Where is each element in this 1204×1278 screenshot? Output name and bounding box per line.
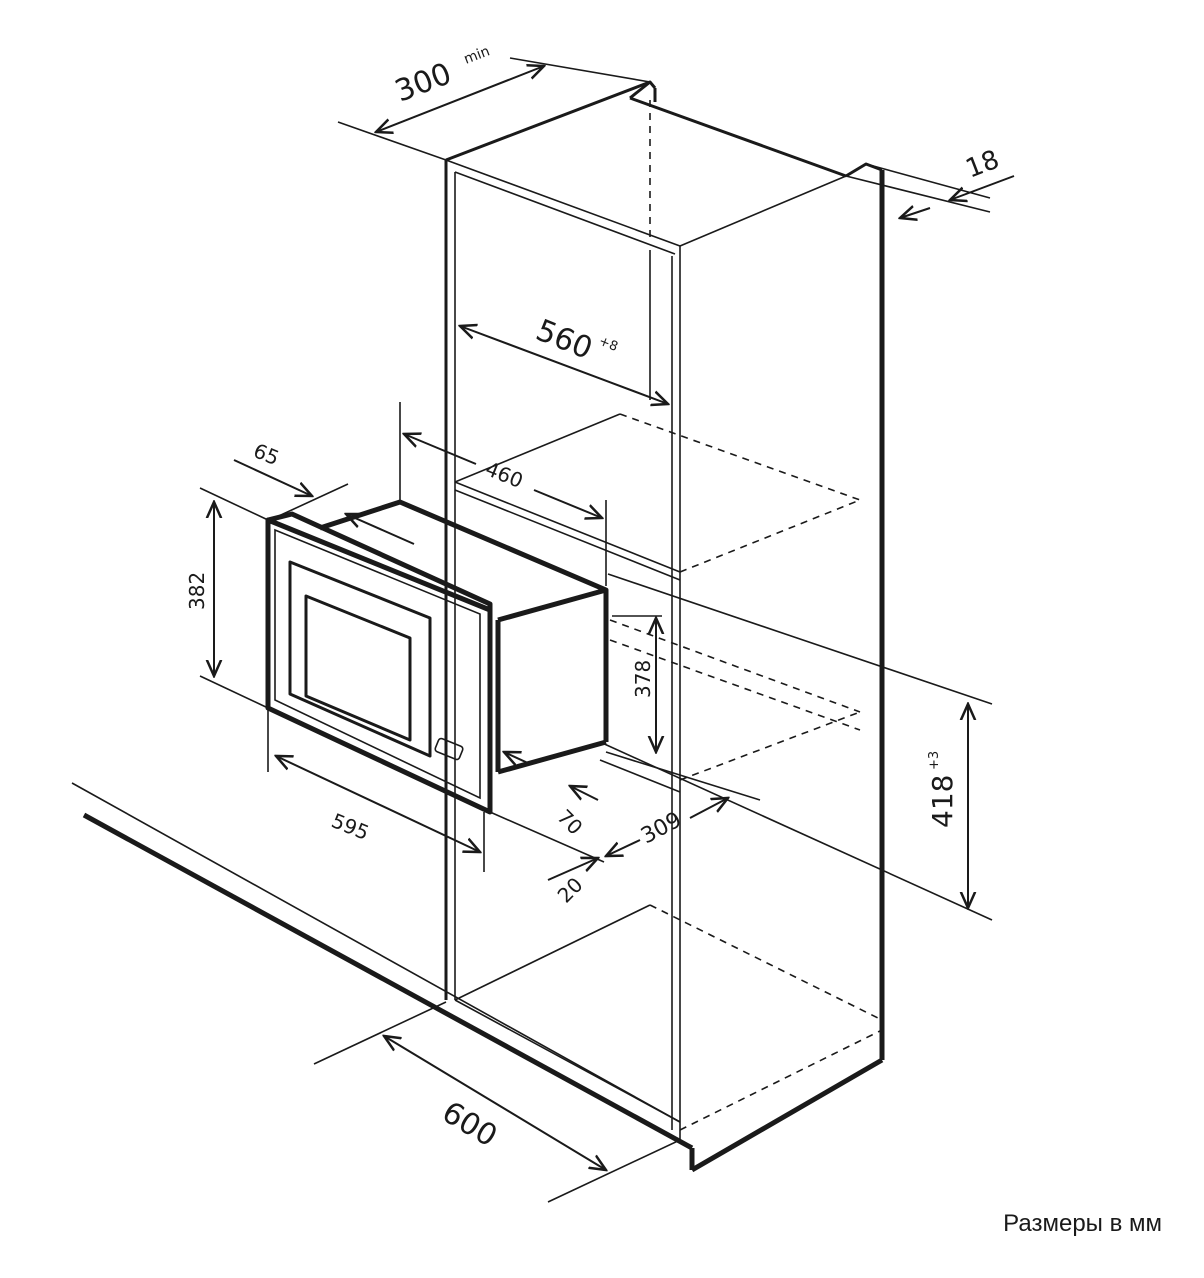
- upper-shelf-left: [454, 413, 621, 483]
- countertop-top-edge: [71, 782, 681, 1123]
- label-560-tol: +8: [597, 334, 620, 355]
- label-309: 309: [637, 808, 686, 850]
- microwave-window-inner: [304, 594, 412, 742]
- dim-300-line: [376, 66, 544, 132]
- label-600: 600: [436, 1095, 503, 1154]
- cabinet-bottom-front: [454, 999, 681, 1123]
- dim-65-arrow-left: [233, 459, 312, 496]
- label-560: 560: [531, 313, 597, 367]
- dim-18-ext-1: [845, 175, 991, 213]
- label-300: 300: [390, 56, 456, 109]
- dim-382-ext-bottom: [199, 675, 269, 709]
- label-18: 18: [962, 145, 1004, 185]
- label-70: 70: [552, 805, 587, 840]
- units-caption: Размеры в мм: [1003, 1210, 1162, 1237]
- dim-382-ext-top: [199, 487, 269, 521]
- label-418-tol: +3: [927, 751, 942, 770]
- dim-309-arrow-left: [606, 839, 641, 856]
- cabinet-top-right-front: [679, 175, 847, 247]
- label-65: 65: [250, 438, 283, 470]
- upper-shelf-front: [454, 481, 681, 573]
- dim-560-line: [460, 326, 668, 404]
- dim-18-arrow-right: [950, 175, 1015, 200]
- dim-309-arrow-right: [689, 798, 728, 819]
- cabinet-bottom-inner-left: [454, 904, 651, 1001]
- label-418: 418: [926, 775, 959, 828]
- cabinet-bottom-hidden-right: [679, 1029, 883, 1131]
- dim-300-ext-right: [509, 57, 651, 83]
- upper-shelf-back-hidden: [619, 413, 861, 501]
- cabinet-top-inner-edge: [454, 171, 676, 255]
- dim-460-arrow-left: [404, 434, 477, 465]
- label-300-suffix: min: [462, 43, 492, 67]
- microwave-frame-top: [267, 511, 493, 610]
- microwave: [265, 499, 609, 815]
- upper-shelf-right-hidden: [679, 499, 861, 573]
- dim-70-arrow-left: [504, 752, 531, 764]
- dim-418-ext-top: [607, 573, 993, 705]
- microwave-body-top: [319, 499, 609, 742]
- cabinet-top-back-edge: [445, 80, 657, 162]
- countertop-front-edge: [82, 812, 694, 1151]
- label-20: 20: [553, 873, 588, 908]
- dim-18-arrow-left: [900, 208, 931, 218]
- cabinet-plinth-right: [690, 1057, 884, 1173]
- cabinet-bottom-hidden: [649, 904, 883, 1021]
- dim-309-ext-left: [489, 811, 605, 863]
- cabinet-top-right-corner: [845, 162, 883, 178]
- dimension-lines: [199, 57, 1015, 1203]
- dim-70-arrow-right: [570, 786, 599, 801]
- lower-shelf-right-hidden: [679, 711, 861, 781]
- dim-300-ext-left: [337, 121, 447, 161]
- dim-65-ext: [269, 483, 349, 521]
- dim-418-ext-bottom: [599, 741, 993, 921]
- microwave-body-bottom: [497, 739, 607, 775]
- cabinet: [71, 80, 885, 1173]
- dim-600-ext-left: [313, 1001, 447, 1065]
- dim-20-arrow: [547, 858, 598, 881]
- microwave-button: [434, 737, 464, 761]
- label-460: 460: [482, 456, 526, 493]
- dim-309-ext-right: [605, 751, 761, 801]
- label-595: 595: [328, 808, 372, 845]
- label-382: 382: [185, 572, 209, 610]
- dim-600-ext-right: [547, 1139, 681, 1203]
- label-378: 378: [631, 660, 655, 698]
- microwave-body-edge: [497, 587, 607, 623]
- dim-595-line: [276, 756, 480, 852]
- cabinet-top-back-corner: [629, 80, 651, 100]
- lower-shelf-front: [599, 759, 681, 793]
- dim-460-arrow-right: [533, 489, 602, 518]
- dim-65-arrow-right: [346, 514, 415, 545]
- cabinet-top-front-edge: [445, 159, 681, 247]
- upper-shelf-thickness: [454, 489, 681, 581]
- cabinet-top-right-back: [629, 96, 847, 178]
- dim-600-line: [384, 1036, 606, 1170]
